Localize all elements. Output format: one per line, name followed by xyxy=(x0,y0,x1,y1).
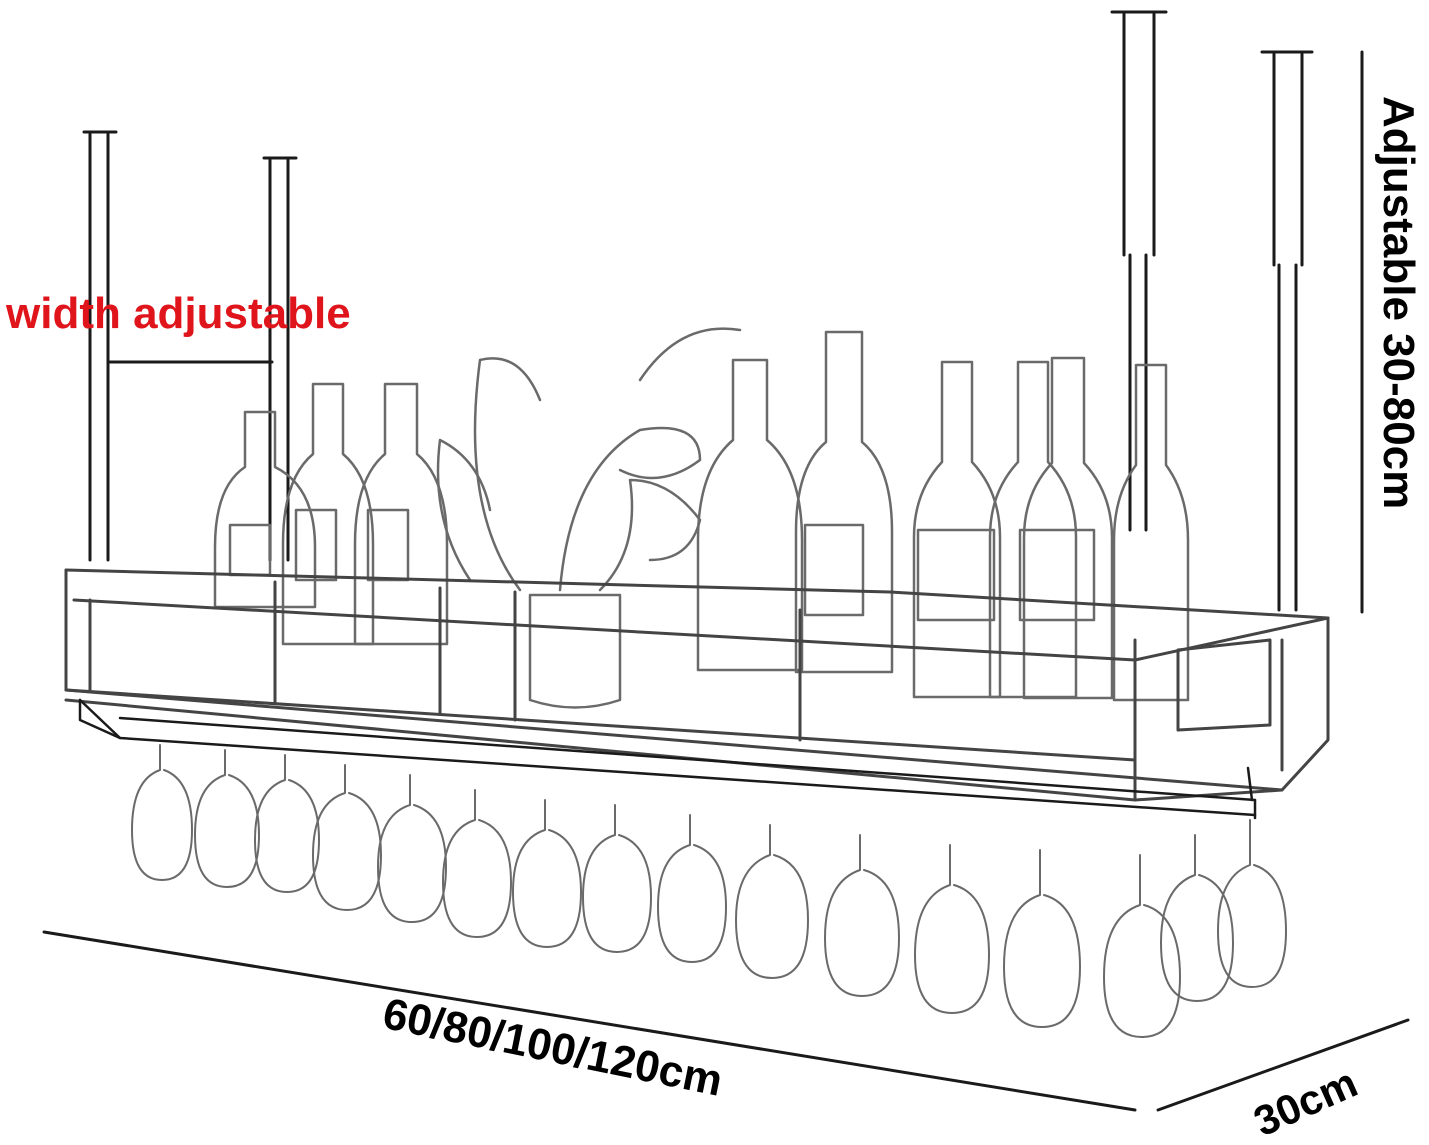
glass-rails xyxy=(78,698,1257,820)
height-adjustable-label: Adjustable 30-80cm xyxy=(1374,96,1423,510)
width-adjustable-label: width adjustable xyxy=(6,289,351,338)
ceiling-rods xyxy=(82,10,1314,612)
wine-glasses-sketch xyxy=(131,744,1287,1038)
bottles-sketch xyxy=(213,330,1190,702)
plant-sketch xyxy=(436,327,742,709)
rack-frame xyxy=(64,568,1330,802)
depth-dimension-line xyxy=(1156,1018,1410,1112)
length-dimension-line xyxy=(42,930,1137,1112)
dimension-lines xyxy=(42,50,1410,1112)
